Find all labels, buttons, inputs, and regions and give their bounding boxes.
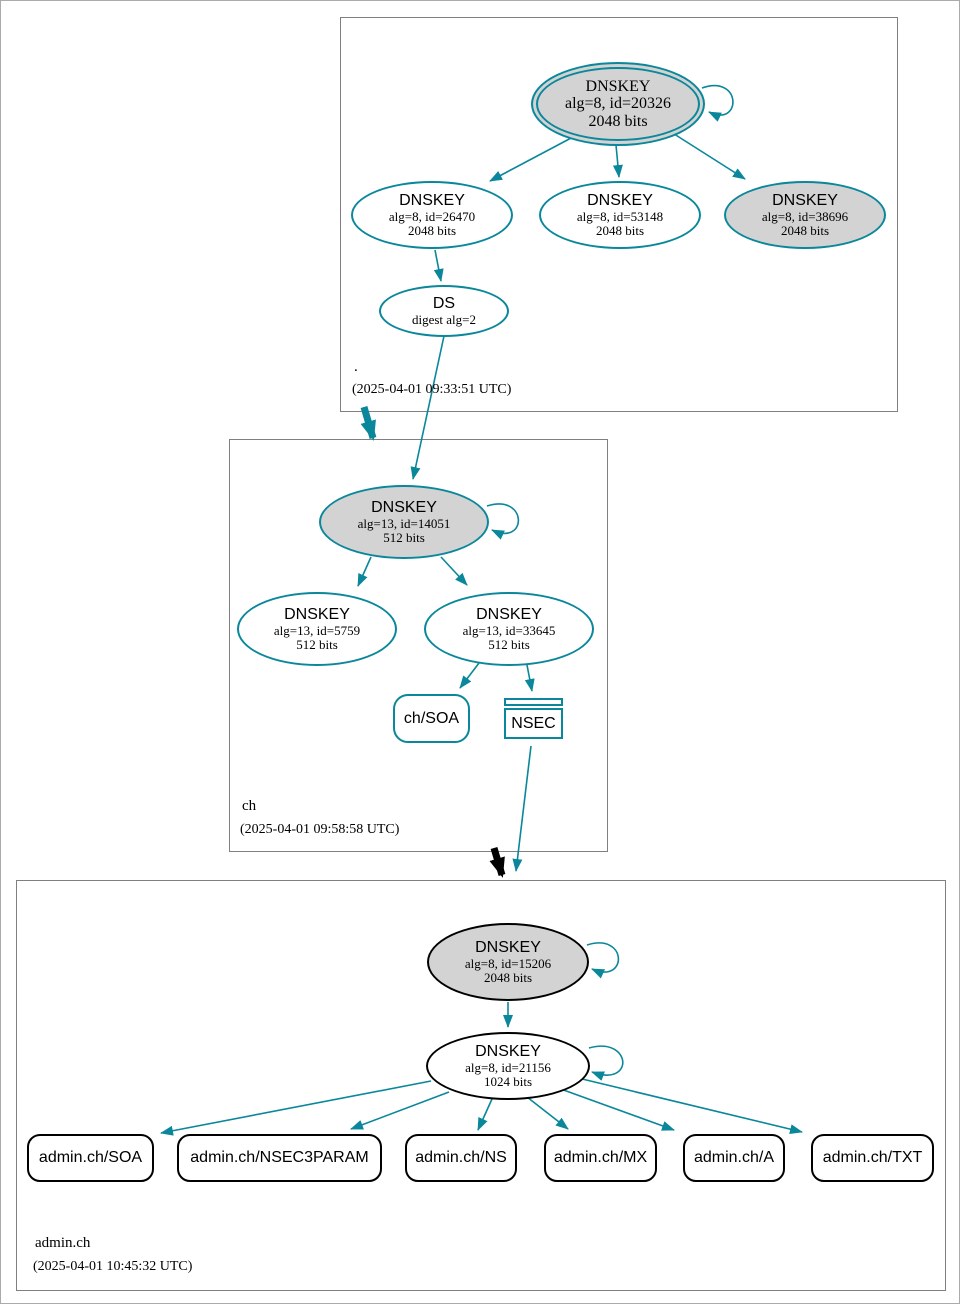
edge-21156-soa	[160, 1080, 432, 1136]
rrset-admin-ch-mx: admin.ch/MX	[544, 1134, 657, 1182]
edge-ksk20326-self	[701, 85, 734, 122]
edge-nsec-delegation	[512, 745, 532, 872]
edge-21156-self	[588, 1045, 624, 1081]
dnskey-title: DNSKEY	[284, 606, 350, 624]
dnskey-alg-id: alg=8, id=53148	[576, 208, 664, 224]
dnskey-bits: 1024 bits	[483, 1073, 533, 1089]
edge-15206-self	[586, 942, 620, 979]
zone-label-root: .	[354, 359, 358, 375]
dnskey-alg-id: alg=8, id=21156	[465, 1059, 551, 1075]
zone-label-ch: ch	[242, 798, 257, 814]
nsec-node: NSEC	[504, 698, 563, 739]
edge-20326-26470	[489, 136, 574, 182]
dnskey-alg-id: alg=8, id=20326	[564, 95, 672, 113]
dnskey-ch-zsk-5759: DNSKEY alg=13, id=5759 512 bits	[237, 592, 397, 666]
dnskey-title: DNSKEY	[476, 606, 542, 624]
dnskey-title: DNSKEY	[585, 78, 651, 96]
dnskey-alg-id: alg=8, id=15206	[464, 955, 552, 971]
delegation-root-ch-secure	[360, 406, 377, 441]
edge-21156-nsec3param	[350, 1091, 450, 1130]
dnskey-alg-id: alg=13, id=14051	[357, 515, 451, 531]
dnskey-bits: 2048 bits	[483, 969, 533, 985]
rrset-label: admin.ch/NSEC3PARAM	[190, 1149, 369, 1166]
ds-node: DS digest alg=2	[379, 285, 509, 337]
delegation-ch-admin-insecure	[489, 847, 506, 878]
dnskey-bits: 512 bits	[383, 529, 425, 545]
rrset-label: admin.ch/A	[693, 1149, 775, 1166]
zone-timestamp-root: (2025-04-01 09:33:51 UTC)	[352, 382, 512, 397]
dnskey-title: DNSKEY	[587, 192, 653, 210]
dnskey-admin-zsk-21156: DNSKEY alg=8, id=21156 1024 bits	[426, 1032, 590, 1100]
dnskey-alg-id: alg=13, id=33645	[462, 622, 556, 638]
rrset-admin-ch-ns: admin.ch/NS	[405, 1134, 517, 1182]
rrset-admin-ch-a: admin.ch/A	[683, 1134, 785, 1182]
dnskey-root-zsk-38696: DNSKEY alg=8, id=38696 2048 bits	[724, 181, 886, 249]
edge-26470-ds	[433, 249, 444, 282]
rrset-label: admin.ch/TXT	[822, 1149, 923, 1166]
edge-33645-nsec	[524, 664, 535, 692]
nsec-top-bar	[504, 698, 563, 706]
dnskey-bits: 2048 bits	[780, 222, 830, 238]
edge-ds-14051	[410, 335, 445, 480]
dnskey-ch-ksk-14051: DNSKEY alg=13, id=14051 512 bits	[319, 485, 489, 559]
dnskey-root-zsk-26470: DNSKEY alg=8, id=26470 2048 bits	[351, 181, 513, 249]
rrset-label: admin.ch/SOA	[38, 1149, 143, 1166]
rrset-admin-ch-nsec3param: admin.ch/NSEC3PARAM	[177, 1134, 382, 1182]
edge-20326-53148	[612, 144, 623, 178]
nsec-label: NSEC	[504, 708, 563, 739]
dnskey-alg-id: alg=13, id=5759	[273, 622, 361, 638]
zone-timestamp-ch: (2025-04-01 09:58:58 UTC)	[240, 822, 400, 837]
dnskey-title: DNSKEY	[475, 1043, 541, 1061]
edge-21156-txt	[577, 1077, 803, 1135]
rrset-admin-ch-soa: admin.ch/SOA	[27, 1134, 154, 1182]
zone-timestamp-admin-ch: (2025-04-01 10:45:32 UTC)	[33, 1259, 193, 1274]
zone-label-admin-ch: admin.ch	[35, 1235, 91, 1251]
ds-digest: digest alg=2	[411, 311, 477, 327]
dnskey-bits: 2048 bits	[595, 222, 645, 238]
edge-21156-ns	[477, 1098, 493, 1131]
edge-33645-chsoa	[459, 662, 480, 689]
ds-title: DS	[432, 295, 456, 313]
dnskey-root-ksk-20326: DNSKEY alg=8, id=20326 2048 bits	[531, 62, 705, 146]
edge-14051-33645	[440, 556, 468, 586]
dnskey-bits: 2048 bits	[588, 112, 648, 130]
rrset-label: admin.ch/NS	[415, 1149, 507, 1166]
edge-21156-mx	[526, 1096, 569, 1130]
dnskey-title: DNSKEY	[399, 192, 465, 210]
dnskey-bits: 2048 bits	[407, 222, 457, 238]
dnskey-title: DNSKEY	[475, 939, 541, 957]
dnskey-root-zsk-53148: DNSKEY alg=8, id=53148 2048 bits	[539, 181, 701, 249]
edge-14051-self	[486, 503, 520, 540]
zone-box-root	[340, 17, 898, 412]
dnskey-bits: 512 bits	[296, 636, 338, 652]
rrset-ch-soa: ch/SOA	[393, 694, 470, 743]
zone-box-admin-ch	[16, 880, 946, 1291]
dnskey-ch-zsk-33645: DNSKEY alg=13, id=33645 512 bits	[424, 592, 594, 666]
dnskey-alg-id: alg=8, id=26470	[388, 208, 476, 224]
dnskey-bits: 512 bits	[488, 636, 530, 652]
edge-21156-a	[557, 1087, 675, 1131]
rrset-label: ch/SOA	[403, 709, 460, 727]
rrset-label: admin.ch/MX	[553, 1149, 648, 1166]
dnskey-admin-ksk-15206: DNSKEY alg=8, id=15206 2048 bits	[427, 923, 589, 1001]
edge-20326-38696	[670, 131, 746, 180]
edge-14051-5759	[357, 556, 372, 587]
rrset-admin-ch-txt: admin.ch/TXT	[811, 1134, 934, 1182]
dnskey-title: DNSKEY	[772, 192, 838, 210]
dnskey-title: DNSKEY	[371, 499, 437, 517]
dnskey-alg-id: alg=8, id=38696	[761, 208, 849, 224]
zone-box-ch	[229, 439, 608, 852]
